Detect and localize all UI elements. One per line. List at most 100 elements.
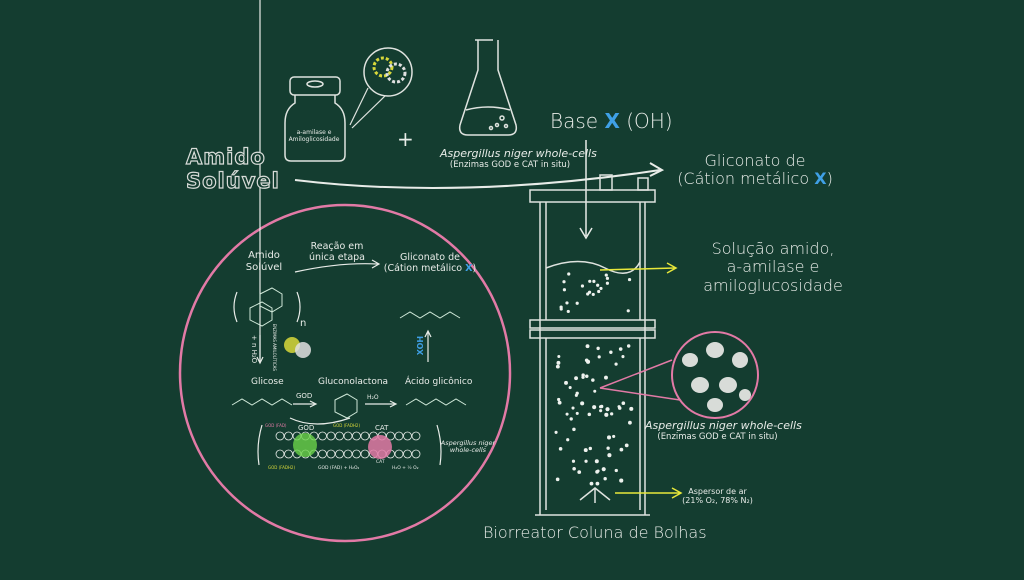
bubble (614, 468, 618, 473)
bubble (557, 354, 561, 358)
water-label: H₂O (367, 394, 379, 401)
bubble (596, 346, 600, 351)
bubble (628, 420, 632, 425)
bubble (571, 459, 576, 463)
bubble (592, 279, 596, 284)
cat-reaction-label: CAT (376, 460, 385, 465)
god-fadh2-bottom: GOD (FADH2) (268, 465, 296, 470)
bubble (607, 453, 612, 458)
plus-sign: + (397, 127, 414, 151)
bubble (575, 301, 579, 305)
bubble (619, 447, 624, 452)
bubble (618, 347, 623, 351)
cell-zoom-icon (599, 331, 759, 419)
bubble (599, 404, 604, 409)
gluconic-acid-label: Ácido glicônico (405, 377, 473, 387)
base-label: Base X (OH) (550, 109, 673, 133)
bubble (614, 362, 618, 366)
bubble (583, 448, 588, 453)
bubble (588, 279, 592, 283)
bubble (626, 344, 631, 348)
bubble (575, 391, 579, 395)
bubble (604, 412, 609, 417)
bubble (604, 375, 608, 380)
bubble (601, 467, 606, 472)
gluconolactone-label: Gluconolactona (318, 377, 389, 387)
bubble (589, 481, 594, 486)
bubble (574, 376, 579, 381)
bubble (619, 478, 624, 483)
bubble (557, 397, 561, 402)
bubble (595, 481, 600, 486)
bubble (597, 355, 601, 359)
enzymes-label: ENZIMAS AMILOLÍTICAS (271, 323, 277, 371)
bubbles (554, 272, 634, 486)
bubble (562, 280, 566, 284)
bubble (627, 277, 632, 282)
bubble (605, 281, 610, 285)
cells-right-label: Aspergillus niger whole-cells(Enzimas GO… (645, 419, 802, 442)
bottom-products: H₂O + ½ O₂ (392, 466, 419, 471)
bubble (585, 359, 591, 364)
bubble (599, 409, 603, 413)
bubble (606, 446, 610, 450)
inset-detail-circle (178, 203, 512, 543)
bubble (581, 375, 585, 379)
repeat-n: n (300, 318, 307, 329)
bubble (603, 477, 607, 481)
bubble (591, 292, 595, 297)
bubble (555, 364, 560, 369)
glucose-label: Glicose (251, 377, 284, 387)
bubble (556, 360, 561, 365)
bubble (610, 412, 614, 416)
cells-top-label: Aspergillus niger whole-cells(Enzimas GO… (440, 147, 597, 170)
bubble (605, 276, 610, 280)
bubble (566, 438, 570, 442)
bubble (565, 301, 569, 305)
bubble (599, 286, 603, 291)
bubble (569, 417, 573, 421)
bubble (585, 344, 590, 349)
god-fad-label: GOD (FAD) (265, 423, 287, 428)
bubble (604, 273, 608, 277)
enzyme-vial-icon (284, 76, 346, 162)
bubble (596, 469, 600, 473)
bubble (580, 284, 585, 288)
bubble (621, 355, 625, 359)
bubble (572, 427, 576, 432)
god-label: GOD (296, 392, 313, 400)
bubble (617, 405, 621, 409)
god-fadh2-label: GOD (FADH2) (333, 423, 361, 428)
process-arrow (294, 169, 661, 189)
bubble (607, 435, 612, 440)
bubble (588, 446, 593, 451)
bubble (597, 289, 601, 294)
hydrolysis-label: + n H₂O (250, 334, 259, 364)
bubble (605, 407, 610, 412)
bubble (591, 378, 595, 382)
xoh-label: XOH (416, 335, 426, 356)
bubble (575, 411, 579, 415)
bubble (621, 401, 626, 405)
bubble (626, 309, 630, 313)
bubble (566, 309, 570, 314)
flask-icon (458, 39, 518, 136)
reactor-label: Biorreator Coluna de Bolhas (483, 523, 707, 542)
bubble (571, 406, 575, 410)
enzyme-magnifier-icon (349, 47, 413, 129)
bubble (584, 459, 588, 463)
bubble (565, 412, 569, 416)
bubble (629, 406, 634, 411)
bottom-equation: GOD (FAD) + H₂O₂ (318, 466, 360, 471)
bubble (587, 412, 592, 417)
bubble (568, 386, 572, 390)
bubble (585, 374, 589, 378)
bubble (624, 443, 629, 448)
bubble (592, 405, 597, 410)
